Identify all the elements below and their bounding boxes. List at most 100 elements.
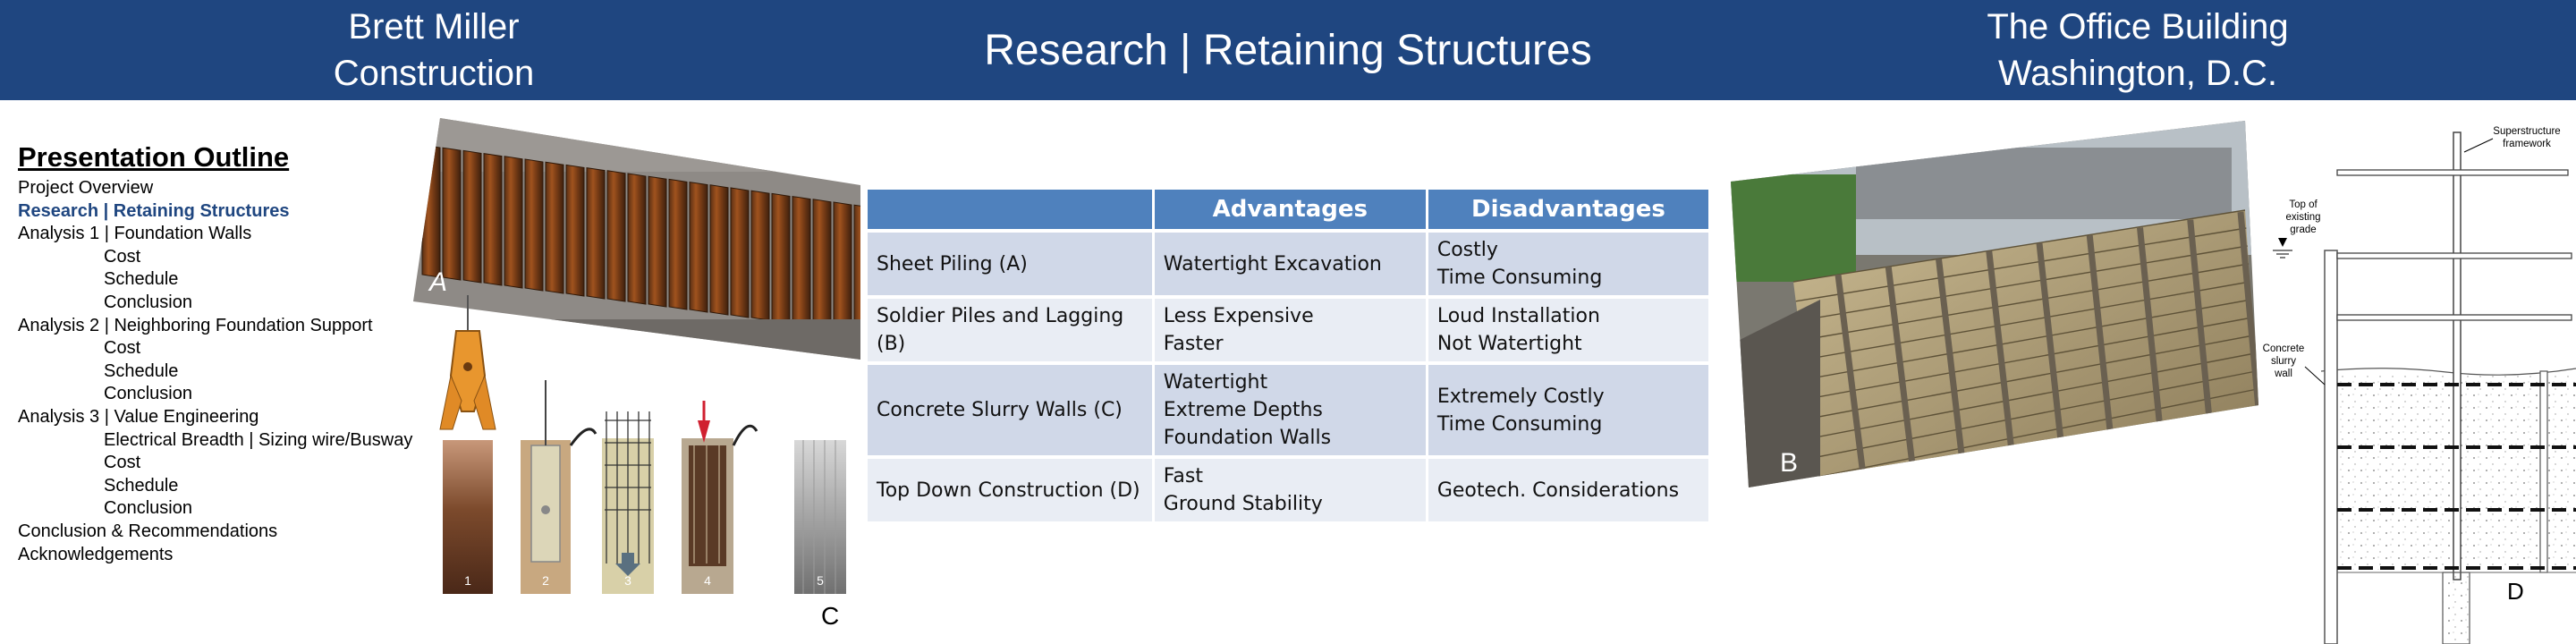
outline-item: Conclusion xyxy=(104,292,192,312)
cell-line: Watertight xyxy=(1163,371,1268,394)
retaining-systems-table: Advantages Disadvantages Sheet Piling (A… xyxy=(868,186,1708,525)
cell-line: Foundation Walls xyxy=(1163,427,1332,449)
lagging-board-line xyxy=(1798,245,2248,322)
outline-item: Cost xyxy=(104,453,141,473)
lagging-board-line xyxy=(1808,317,2253,400)
sheet-pile-panel xyxy=(627,173,647,305)
lagging-board-line xyxy=(1801,263,2250,342)
soldier-pile-beam xyxy=(2086,234,2114,440)
table-row: Soldier Piles and Lagging (B) Less Expensi… xyxy=(868,299,1708,361)
cell-system: Concrete Slurry Walls (C) xyxy=(868,365,1152,455)
step-number-label: 2 xyxy=(542,573,549,588)
sheet-pile-panel xyxy=(462,149,482,284)
cell-line: Not Watertight xyxy=(1436,333,1582,355)
outline-item: Project Overview xyxy=(18,178,154,198)
lagging-board-line xyxy=(1802,281,2250,360)
cell-line: Geotech. Considerations xyxy=(1436,479,1680,502)
outline-item: Schedule xyxy=(104,475,179,496)
sheet-pile-panel xyxy=(504,156,523,289)
lagging-board-line xyxy=(1815,370,2257,459)
grade-label-2: existing xyxy=(2286,212,2321,223)
cell-line: Loud Installation xyxy=(1436,305,1600,327)
arrow-red-icon xyxy=(698,420,710,443)
table-header-row: Advantages Disadvantages xyxy=(868,190,1708,229)
grade-label-3: grade xyxy=(2290,225,2316,235)
project-name: The Office Building Washington, D.C. xyxy=(1914,0,2361,100)
slurry-label-1: Concrete xyxy=(2263,343,2305,354)
outline-item: Conclusion xyxy=(104,384,192,404)
sheet-pile-panel xyxy=(689,182,708,313)
outline-item: Conclusion xyxy=(104,498,192,519)
sheet-pile-panel xyxy=(606,170,626,302)
cell-line: (B) xyxy=(877,333,906,355)
figure-label-d: D xyxy=(2507,578,2524,605)
sheet-pile-panel xyxy=(730,187,750,318)
header-system xyxy=(868,190,1152,229)
outline-item: Research | Retaining Structures xyxy=(18,200,290,221)
outline-item: Conclusion & Recommendations xyxy=(18,521,278,541)
cell-line: Extreme Depths xyxy=(1163,399,1323,421)
project-name-line1: The Office Building xyxy=(1987,7,2289,47)
step-number-label: 3 xyxy=(624,573,631,588)
table-body: Sheet Piling (A) Watertight Excavation Cos… xyxy=(868,233,1708,521)
lagging-board-line xyxy=(1805,299,2251,380)
cell-line: Fast xyxy=(1163,465,1204,487)
header-disadvantages: Disadvantages xyxy=(1425,190,1708,229)
figure-label-c: C xyxy=(821,602,839,630)
outline-item: Cost xyxy=(104,246,141,267)
outline-item: Analysis 2 | Neighboring Foundation Supp… xyxy=(18,315,373,335)
soldier-pile-beam xyxy=(2137,227,2164,429)
grade-label-1: Top of xyxy=(2289,199,2318,210)
cell-line: Top Down Construction (D) xyxy=(877,479,1140,502)
soldier-pile-beam xyxy=(1835,274,1868,487)
arrow-down-icon xyxy=(615,553,640,576)
cell-line: Time Consuming xyxy=(1436,412,1603,436)
cell-system: Soldier Piles and Lagging (B) xyxy=(868,299,1152,361)
soldier-pile-beam xyxy=(1986,250,2016,460)
lagging-board-line xyxy=(1809,335,2254,419)
cell-line: Extremely Costly xyxy=(1436,385,1605,408)
cell-line: Sheet Piling (A) xyxy=(877,252,1028,275)
outline-item: Analysis 3 | Value Engineering xyxy=(18,406,259,427)
lagging-board-line xyxy=(1795,227,2247,302)
cell-system: Top Down Construction (D) xyxy=(868,459,1152,521)
step-number-label: 4 xyxy=(704,573,711,588)
step-number-label: 1 xyxy=(464,573,471,588)
cell-line: Soldier Piles and Lagging xyxy=(877,305,1124,327)
clamshell-bucket-icon xyxy=(439,295,496,430)
sheet-pile-panel xyxy=(442,147,462,281)
outline-item: Electrical Breadth | Sizing wire/Busway xyxy=(104,429,413,450)
company-name-line2: Construction xyxy=(333,54,535,93)
step-number-label: 5 xyxy=(817,573,824,588)
sheet-pile-panel xyxy=(483,153,503,286)
outline-item: Schedule xyxy=(104,360,179,381)
company-name: Brett Miller Construction xyxy=(255,0,613,100)
project-name-line2: Washington, D.C. xyxy=(1998,54,2277,93)
cell-line: Costly xyxy=(1436,239,1498,261)
superstructure-label-1: Superstructure xyxy=(2493,126,2560,137)
sheet-pile-panel xyxy=(421,144,441,278)
sheet-pile-panel xyxy=(648,175,667,308)
sheet-pile-panel xyxy=(545,161,564,294)
soldier-pile-beam xyxy=(1885,266,1918,480)
soldier-pile-beam xyxy=(1936,258,1967,470)
company-name-line1: Brett Miller xyxy=(348,7,520,47)
cell-line: Watertight Excavation xyxy=(1163,252,1382,275)
cell-line: Faster xyxy=(1163,333,1224,355)
cell-advantages: Watertight Excavation xyxy=(1151,233,1426,295)
slide-title: Research | Retaining Structures xyxy=(984,26,1592,74)
lagging-board-line xyxy=(1818,388,2258,478)
sheet-pile-panel xyxy=(668,178,688,310)
soldier-pile-beam xyxy=(2187,219,2213,419)
outline-item: Analysis 1 | Foundation Walls xyxy=(18,224,252,244)
cell-line: Concrete Slurry Walls (C) xyxy=(877,399,1123,421)
slurry-label-3: wall xyxy=(2274,369,2292,379)
